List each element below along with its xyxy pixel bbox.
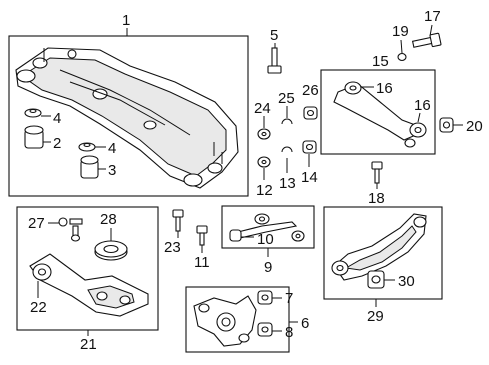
callout-22: 22 [30,299,47,316]
callout-12: 12 [256,182,273,199]
callout-11: 11 [194,254,210,271]
callout-8: 8 [285,324,293,341]
callout-21: 21 [80,336,97,353]
link-27 [58,217,83,242]
clip-25 [281,118,293,125]
callout-28: 28 [100,211,117,228]
bushing-2 [24,125,44,149]
link-9-part [229,213,305,242]
callout-4a: 4 [53,110,61,127]
washer-4b [78,142,96,152]
callout-25: 25 [278,90,295,107]
callout-18: 18 [368,190,385,207]
upper-arm-part [333,81,427,148]
washer-19 [397,52,407,62]
bushing-30 [367,270,385,289]
callout-17: 17 [424,8,441,25]
callout-23: 23 [164,239,181,256]
callout-20: 20 [466,118,483,135]
bolt-5 [267,47,282,74]
callout-7: 7 [285,290,293,307]
bushing-26 [303,106,318,120]
callout-13: 13 [279,175,296,192]
lower-arm-part [29,253,149,317]
bushing-14 [302,140,317,154]
callout-27: 27 [28,215,45,232]
washer-24 [257,128,271,140]
callout-3: 3 [108,162,116,179]
callout-19: 19 [392,23,409,40]
callout-14: 14 [301,169,318,186]
callout-30: 30 [398,273,415,290]
callout-6: 6 [301,315,309,332]
bushing-20 [439,117,454,133]
callout-5: 5 [270,27,278,44]
washer-12 [257,156,271,168]
callout-16a: 16 [376,80,393,97]
clip-13 [281,146,293,153]
bushing-3 [80,155,99,179]
callout-4b: 4 [108,140,116,157]
bushing-7 [257,290,273,305]
trailing-arm-part [331,213,427,281]
callout-1: 1 [122,12,130,29]
bolt-23 [172,209,184,232]
bolt-11 [196,225,208,246]
callout-29: 29 [367,308,384,325]
callout-16b: 16 [414,97,431,114]
bushing-8 [257,322,273,337]
upper-arm-box [320,69,436,155]
washer-4a [24,108,42,118]
callout-10: 10 [257,231,274,248]
trailing-arm-box [323,206,443,300]
crossmember-part [15,47,239,189]
knuckle-part [193,295,257,347]
callout-24: 24 [254,100,271,117]
knuckle-box [185,286,290,353]
callout-9: 9 [264,259,272,276]
bolt-18 [371,161,383,184]
bolt-17 [411,32,442,48]
callout-15: 15 [372,53,389,70]
spring-seat-28 [94,240,128,261]
callout-2: 2 [53,135,61,152]
crossmember-box [8,35,249,197]
callout-26: 26 [302,82,319,99]
